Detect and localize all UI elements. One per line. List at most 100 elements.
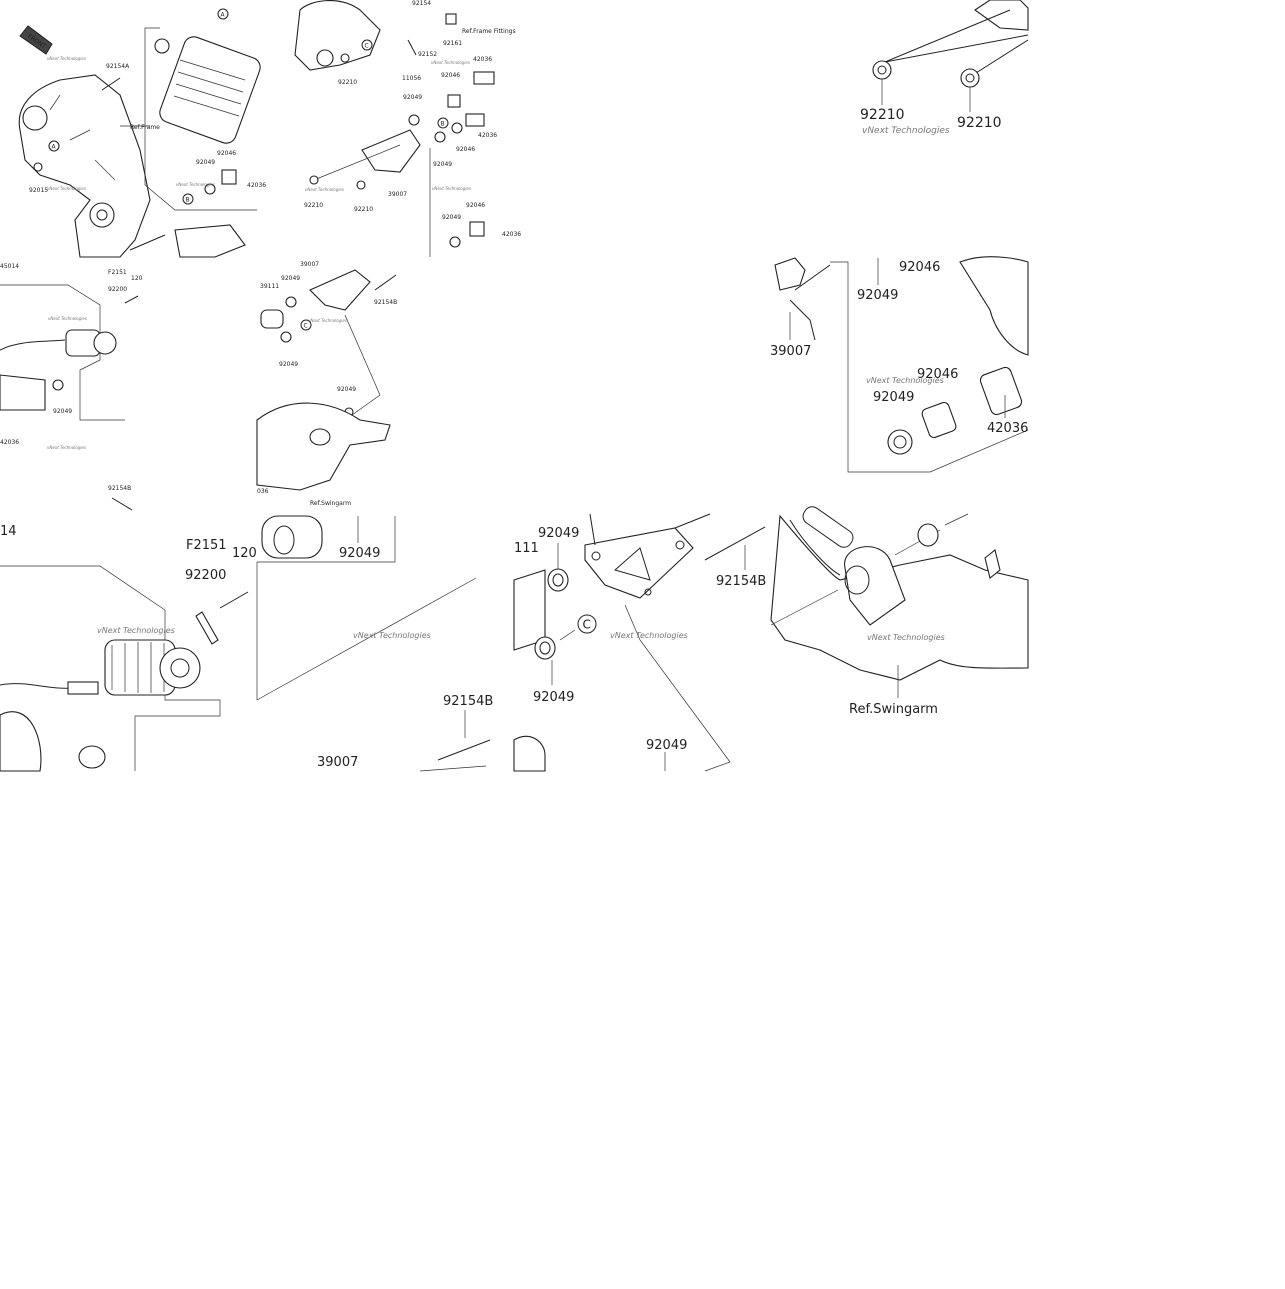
link-plate-fragment-b	[789, 264, 831, 341]
rear-shock-absorber	[159, 36, 261, 144]
label-92049-e: 92049	[53, 408, 72, 415]
label-92046-c: 92046	[456, 146, 475, 153]
seal-92049-f	[285, 296, 297, 308]
seal-92049-d	[449, 236, 461, 248]
seal-92049-k-partial	[78, 745, 106, 769]
shock-top-eye	[154, 38, 170, 54]
label-92154B-c: 92154B	[443, 694, 493, 709]
leader-seal-top-2	[944, 513, 969, 526]
callout-B-2: B	[441, 121, 445, 128]
label-11056: 11056	[402, 75, 421, 82]
label-120-a: 120	[131, 275, 143, 282]
box-outline-left	[0, 284, 125, 421]
bolt-92154A	[101, 77, 121, 91]
collar-92046-f	[921, 401, 957, 439]
pin-92152	[407, 39, 417, 56]
bolt-120-b	[219, 591, 249, 609]
callout-B-circle-1	[182, 193, 194, 205]
label-92154B-b: 92154B	[374, 299, 397, 306]
label-39111: 39111	[260, 283, 279, 290]
swingarm-b-edge	[789, 519, 841, 576]
upper-link-hole	[316, 49, 334, 67]
label-92046-f: 92046	[917, 367, 958, 382]
leader-callout-C	[559, 629, 576, 641]
label-92049-l: 92049	[538, 526, 579, 541]
seal-92049-m	[534, 636, 556, 660]
nut-92210-e-inner	[965, 73, 975, 83]
callout-A-circle-1	[48, 140, 60, 152]
link-plate-hole-2	[675, 540, 685, 550]
watermark-9: vNext Technologies	[308, 318, 347, 323]
label-92049-b: 92049	[403, 94, 422, 101]
nut-92210-d	[872, 60, 892, 80]
label-ref-frame-fittings: Ref.Frame Fittings	[462, 28, 516, 35]
upper-link-fragment	[974, 0, 1029, 31]
link-plate-edges	[589, 513, 711, 546]
bolt-92154B-b	[374, 274, 397, 291]
collar-92161	[445, 13, 457, 25]
seal-92049-j-inner	[893, 435, 907, 449]
adjuster-knob-b-end	[159, 647, 201, 689]
watermark-3: vNext Technologies	[176, 182, 215, 187]
label-ref-swingarm-a: Ref.Swingarm	[310, 500, 351, 507]
link-plate-leader	[313, 144, 401, 181]
swingarm-slot	[802, 506, 854, 548]
label-92049-d: 92049	[442, 214, 461, 221]
label-92154-top: 92154	[412, 0, 431, 7]
watermark-13: vNext Technologies	[353, 631, 431, 640]
swingarm-a	[256, 402, 391, 491]
label-92210-c: 92210	[354, 206, 373, 213]
label-92046-e: 92046	[899, 260, 940, 275]
box-line-bm-4	[419, 765, 487, 772]
watermark-10: vNext Technologies	[862, 126, 950, 136]
watermark-8: vNext Technologies	[47, 445, 86, 450]
nut-92210-e	[960, 68, 980, 88]
seal-92049-j	[887, 429, 913, 455]
adjuster-knob-end-a	[93, 331, 117, 355]
callout-C-circle-3	[577, 614, 597, 634]
frame-bracket	[18, 74, 151, 258]
label-92210-d: 92210	[860, 107, 905, 123]
sleeve-42036-b	[473, 71, 495, 85]
panel-zoom-middle-mid: 39007 92049 39111 92154B 92049 C 92049 R…	[256, 261, 397, 507]
panel-zoom-bottom-right: Ref.Swingarm vNext Technologies	[770, 506, 1029, 717]
upper-linkage-assembly	[294, 0, 381, 71]
label-42036-a: 42036	[247, 182, 266, 189]
box-outline-bcr	[624, 604, 731, 772]
watermark-7: vNext Technologies	[48, 316, 87, 321]
label-92200-b: 92200	[185, 568, 226, 583]
label-92046-a: 92046	[217, 150, 236, 157]
label-92046-b: 92046	[441, 72, 460, 79]
panel-zoom-right-mid: 39007 92049 92046 92049 92046 42036 vNex…	[770, 256, 1029, 473]
label-39007-b: 39007	[300, 261, 319, 268]
plate-92200-b	[195, 611, 219, 645]
bolt-92154B-d	[704, 526, 766, 561]
label-92046-d: 92046	[466, 202, 485, 209]
callout-C-2: C	[304, 323, 308, 330]
watermark-14: vNext Technologies	[610, 631, 688, 640]
watermark-11: vNext Technologies	[866, 376, 944, 385]
panel-full-diagram-middle: C 92154 92161 92152 11056 92210 Ref.Fram…	[294, 0, 521, 257]
sleeve-39111-zoom	[261, 515, 323, 559]
label-92152: 92152	[418, 51, 437, 58]
lower-bolt	[129, 234, 166, 251]
label-39007-c: 39007	[770, 344, 811, 359]
sleeve-39111	[260, 309, 284, 329]
seal-92049-l	[547, 568, 569, 592]
cable-b	[0, 683, 71, 689]
panel-zoom-bottom-middle: 92049 92154B 39007 vNext Technologies	[256, 515, 493, 772]
callout-B-1: B	[186, 197, 190, 204]
seal-92049-top-right	[917, 523, 939, 547]
box-line-bm-1	[257, 516, 396, 563]
label-42036-f: 42036	[987, 421, 1028, 436]
adjuster-knob-b-center	[170, 658, 190, 678]
collar-92046-c	[451, 122, 463, 134]
label-92049-j: 92049	[873, 390, 914, 405]
label-42036-d: 42036	[502, 231, 521, 238]
panel-full-diagram-left: FRONT 92154A Ref.Frame 92015 A A 92049 9…	[18, 8, 266, 258]
leader-line-3	[967, 39, 1029, 79]
label-ref-swingarm-b: Ref.Swingarm	[849, 702, 938, 717]
label-F2151-a: F2151	[108, 269, 127, 276]
link-plate-fragment-a	[774, 257, 806, 291]
